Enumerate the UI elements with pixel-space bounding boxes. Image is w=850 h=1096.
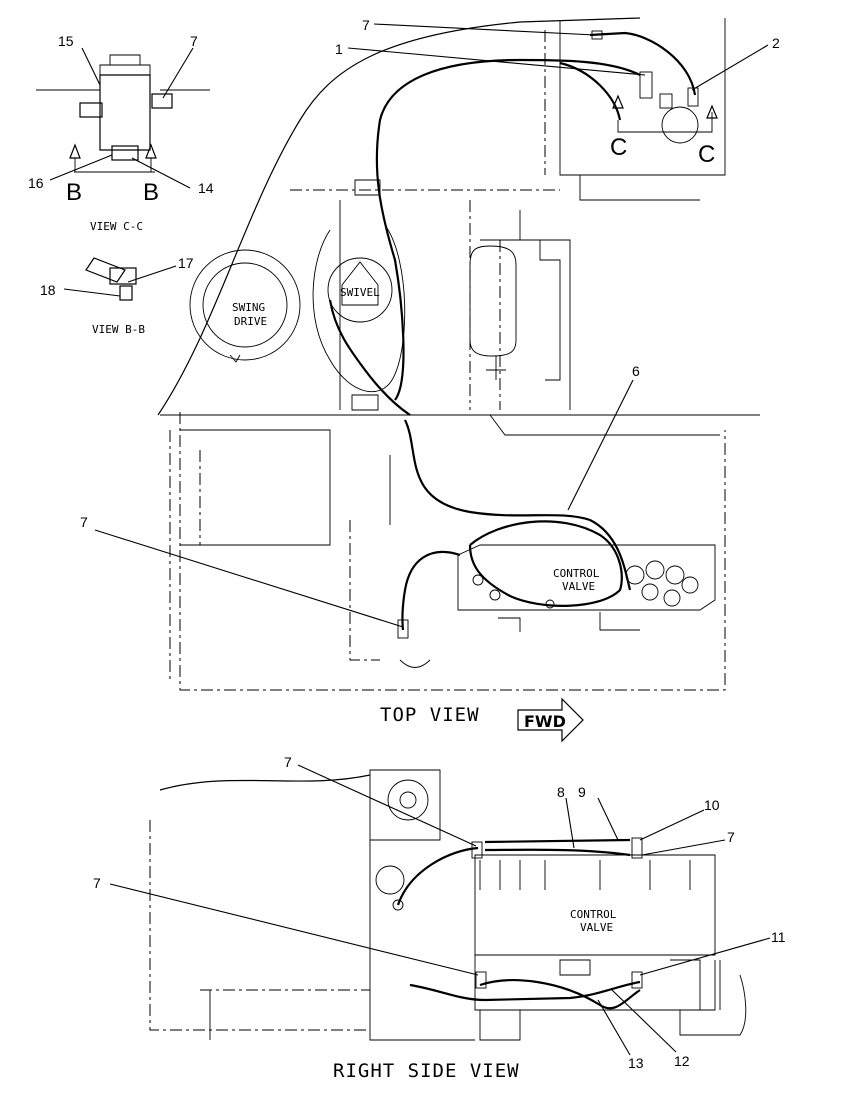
- callout-6: 6: [632, 363, 640, 379]
- callout-13: 13: [628, 1055, 644, 1071]
- callout-7-side-upper: 7: [284, 754, 292, 770]
- callout-14: 14: [198, 180, 214, 196]
- callout-12: 12: [674, 1053, 690, 1069]
- callout-7-side-right: 7: [727, 829, 735, 845]
- callout-2: 2: [772, 35, 780, 51]
- callout-15: 15: [58, 33, 74, 49]
- callout-17: 17: [178, 255, 194, 271]
- control-valve-label-top-line1: CONTROL: [553, 567, 600, 580]
- callout-1: 1: [335, 41, 343, 57]
- right-side-view-drawing: [149, 769, 747, 1041]
- view-cc-drawing: [36, 54, 210, 173]
- callout-11: 11: [771, 929, 786, 945]
- callout-8: 8: [557, 784, 565, 800]
- swivel-label: SWIVEL: [340, 286, 380, 299]
- section-b-left: B: [66, 179, 82, 206]
- right-side-view-title: RIGHT SIDE VIEW: [333, 1060, 520, 1082]
- section-c-left: C: [610, 134, 627, 161]
- swing-drive-label-line1: SWING: [232, 301, 265, 314]
- callout-9: 9: [578, 784, 586, 800]
- control-valve-label-side-line2: VALVE: [580, 921, 613, 934]
- view-cc-title: VIEW C-C: [90, 220, 143, 233]
- forward-arrow-icon: FWD: [517, 697, 584, 743]
- callout-7-side-left: 7: [93, 875, 101, 891]
- view-bb-drawing: [85, 257, 137, 301]
- top-view-title: TOP VIEW: [380, 704, 480, 726]
- view-bb-title: VIEW B-B: [92, 323, 145, 336]
- control-valve-label-side-line1: CONTROL: [570, 908, 617, 921]
- top-view-drawing: [157, 17, 760, 691]
- callout-7-left: 7: [80, 514, 88, 530]
- section-b-right: B: [143, 179, 159, 206]
- callout-7-view-cc: 7: [190, 33, 198, 49]
- callout-leader-lines: [49, 23, 771, 1056]
- callout-10: 10: [704, 797, 720, 813]
- callout-16: 16: [28, 175, 44, 191]
- control-valve-label-top-line2: VALVE: [562, 580, 595, 593]
- callout-7-top: 7: [362, 17, 370, 33]
- callout-18: 18: [40, 282, 56, 298]
- swing-drive-label-line2: DRIVE: [234, 315, 267, 328]
- section-c-right: C: [698, 141, 715, 168]
- fwd-label: FWD: [524, 712, 566, 731]
